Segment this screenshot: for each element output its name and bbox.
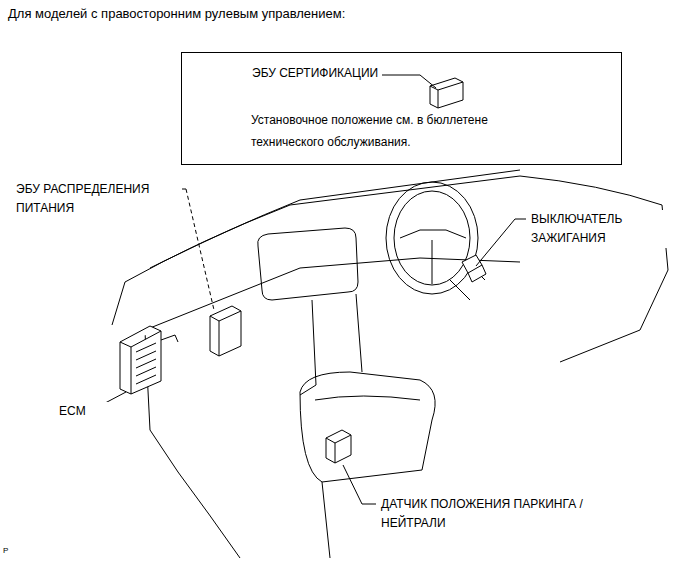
- part-label: ECM: [58, 402, 120, 421]
- park-neutral-sensor: [326, 430, 351, 463]
- certification-ecu-icon: [430, 78, 463, 108]
- part-label: ВЫКЛЮЧАТЕЛЬ ЗАЖИГАНИЯ: [530, 210, 672, 248]
- leader-line: [186, 189, 214, 310]
- leader-line: [382, 75, 436, 88]
- leader-line: [476, 219, 526, 266]
- floor-line: [178, 472, 330, 558]
- door-edge: [112, 282, 125, 325]
- dashboard-lower-edge: [140, 258, 520, 332]
- part-name: ЭБУ СЕРТИФИКАЦИИ: [252, 64, 452, 83]
- leader-line: [343, 465, 376, 504]
- callout-box: ЭБУ СЕРТИФИКАЦИИ Установочное положение с…: [181, 52, 622, 165]
- dashboard-top: [125, 176, 668, 362]
- steering-hub: [400, 230, 466, 284]
- ecm-unit: [120, 326, 161, 394]
- figure-code: P: [2, 546, 24, 556]
- steering-wheel-inner: [394, 191, 470, 285]
- center-panel: [258, 228, 358, 300]
- seat: [300, 372, 435, 482]
- note-text: Установочное положение см. в бюллетене т…: [251, 109, 531, 153]
- diagram-title: Для моделей с правосторонним рулевым упр…: [8, 4, 345, 23]
- windshield-edge: [150, 170, 520, 268]
- power-distribution-ecu: [210, 306, 241, 356]
- part-label: ДАТЧИК ПОЛОЖЕНИЯ ПАРКИНГА / НЕЙТРАЛИ: [380, 495, 622, 533]
- ecm-bracket: [161, 335, 178, 342]
- part-label: ЭБУ РАСПРЕДЕЛЕНИЯ ПИТАНИЯ: [15, 180, 182, 218]
- seat-edge: [315, 396, 420, 400]
- steering-wheel: [386, 182, 478, 294]
